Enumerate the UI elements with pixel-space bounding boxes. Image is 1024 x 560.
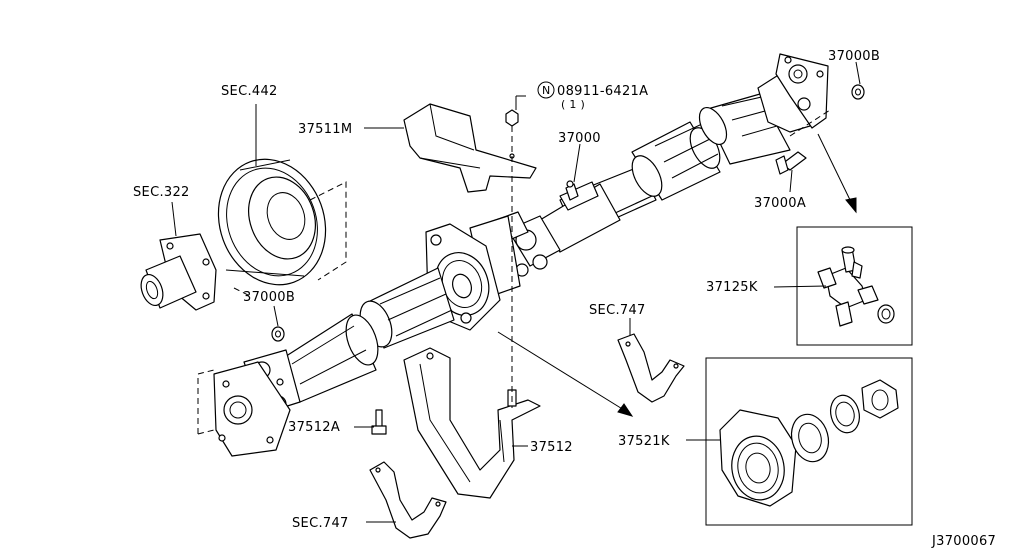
detail-arrow-37125K bbox=[817, 133, 857, 214]
strap-sec747-bottom[interactable] bbox=[369, 461, 447, 539]
label-nut-qty: ( 1 ) bbox=[561, 98, 585, 111]
washer-37000B-left[interactable] bbox=[271, 326, 285, 342]
nut-symbol-circle bbox=[537, 81, 555, 99]
detail-arrow-37521K bbox=[497, 331, 634, 417]
label-37000B-top: 37000B bbox=[828, 49, 880, 64]
label-37125K: 37125K bbox=[706, 280, 758, 295]
label-37000B-left: 37000B bbox=[243, 290, 295, 305]
bolt-37000A[interactable] bbox=[775, 151, 807, 175]
propeller-shaft-assembly[interactable] bbox=[213, 53, 829, 457]
center-bearing-kit[interactable] bbox=[719, 379, 899, 507]
label-sec442: SEC.442 bbox=[221, 84, 278, 99]
label-sec322: SEC.322 bbox=[133, 185, 190, 200]
nut-08911[interactable] bbox=[505, 109, 519, 127]
label-nut-part: 08911-6421A bbox=[557, 84, 648, 99]
strap-sec747-mid[interactable] bbox=[617, 333, 685, 403]
bracket-37511M[interactable] bbox=[403, 103, 537, 193]
label-37511M: 37511M bbox=[298, 122, 352, 137]
label-37512A: 37512A bbox=[288, 420, 340, 435]
label-nut-symbol: N bbox=[542, 84, 551, 97]
diagram-id: J3700067 bbox=[931, 534, 996, 549]
bolt-37512A[interactable] bbox=[371, 409, 387, 435]
detail-box-37521K bbox=[705, 357, 913, 526]
bracket-37512[interactable] bbox=[403, 347, 541, 499]
label-37000A: 37000A bbox=[754, 196, 806, 211]
label-37512: 37512 bbox=[530, 440, 573, 455]
detail-box-37125K bbox=[796, 226, 913, 346]
label-sec747-bottom: SEC.747 bbox=[292, 516, 349, 531]
label-sec747-mid: SEC.747 bbox=[589, 303, 646, 318]
companion-flange[interactable] bbox=[137, 233, 217, 311]
label-37000: 37000 bbox=[558, 131, 601, 146]
universal-joint-kit[interactable] bbox=[817, 246, 895, 327]
washer-37000B-right[interactable] bbox=[851, 84, 865, 100]
pulley-drum[interactable] bbox=[201, 144, 343, 300]
label-37521K: 37521K bbox=[618, 434, 670, 449]
